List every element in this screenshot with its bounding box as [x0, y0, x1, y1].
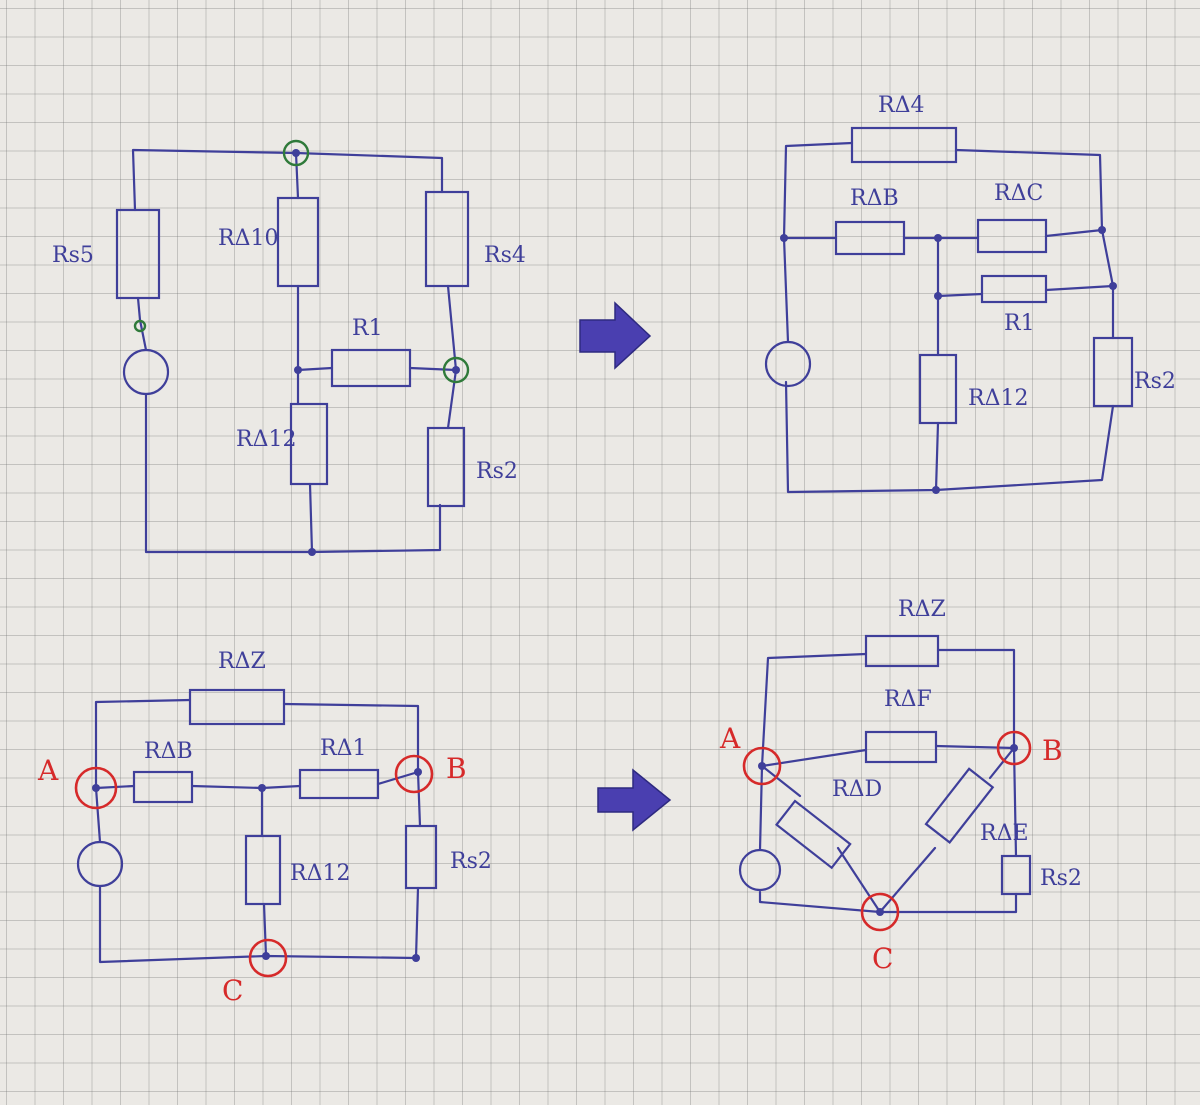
resistor-r1 — [330, 348, 412, 388]
voltage-source-icon — [738, 848, 782, 892]
node-b-ring — [394, 754, 434, 794]
resistor-rs5 — [115, 208, 161, 300]
label-rdd: RΔD — [832, 777, 882, 802]
label-rd1: RΔ1 — [320, 736, 366, 761]
circuit-diagram-2: RΔ4 RΔB RΔC R1 RΔ12 Rs2 — [764, 93, 1176, 494]
label-node-b: B — [1042, 734, 1063, 767]
resistor-rde — [924, 767, 995, 845]
resistor-rd4 — [850, 126, 958, 164]
node-a-ring — [742, 746, 782, 786]
resistor-rac — [976, 218, 1048, 254]
label-r1b: R1 — [1004, 311, 1035, 336]
label-rs2b: Rs2 — [1134, 369, 1176, 394]
label-rac: RΔC — [994, 181, 1043, 206]
label-rd4: RΔ4 — [878, 93, 924, 118]
resistor-rd1 — [298, 768, 380, 800]
resistor-rdd — [774, 799, 852, 870]
circuit-diagram-1: Rs5 RΔ10 Rs4 R1 RΔ12 Rs2 — [52, 139, 526, 556]
voltage-source-icon — [76, 840, 124, 888]
marked-node-ring — [442, 356, 470, 384]
label-node-c: C — [872, 942, 893, 975]
label-rdz: RΔZ — [218, 649, 266, 674]
voltage-source-icon — [122, 348, 170, 396]
label-rs5: Rs5 — [52, 243, 94, 268]
resistor-rdz2 — [864, 634, 940, 668]
resistor-rd12b — [918, 353, 958, 425]
resistor-rab2 — [132, 770, 194, 804]
marked-node-ring — [282, 139, 310, 167]
label-rs4: Rs4 — [484, 243, 526, 268]
resistor-rd12c — [244, 834, 282, 906]
label-node-a: A — [37, 754, 59, 787]
voltage-source-icon — [764, 340, 812, 388]
resistor-r1b — [980, 274, 1048, 304]
label-node-c: C — [222, 974, 243, 1007]
resistor-rdz — [188, 688, 286, 726]
label-rs2d: Rs2 — [1040, 866, 1082, 891]
label-rdz2: RΔZ — [898, 597, 946, 622]
resistor-rs2 — [426, 426, 466, 508]
node-b-ring — [996, 730, 1032, 766]
resistor-rs2d — [1000, 854, 1032, 896]
label-node-a: A — [719, 722, 741, 755]
label-rd12c: RΔ12 — [290, 861, 350, 886]
node-c-ring — [860, 892, 900, 932]
label-rd10: RΔ10 — [218, 226, 278, 251]
label-rab2: RΔB — [144, 739, 193, 764]
label-rs2: Rs2 — [476, 459, 518, 484]
circuit-diagram-3: RΔZ RΔB RΔ1 RΔ12 Rs2 A B C — [37, 649, 492, 1007]
circuit-diagram-4: RΔZ RΔF RΔD RΔE Rs2 A B C — [719, 597, 1082, 975]
resistor-rs2c — [404, 824, 438, 890]
label-rd12: RΔ12 — [236, 427, 296, 452]
resistor-rdf — [864, 730, 938, 764]
label-rab: RΔB — [850, 186, 899, 211]
label-rdf: RΔF — [884, 687, 932, 712]
transform-arrow-icon — [579, 301, 652, 370]
resistor-rs4 — [424, 190, 470, 288]
label-node-b: B — [446, 752, 467, 785]
resistor-rs2b — [1092, 336, 1134, 408]
transform-arrow-icon — [597, 768, 672, 832]
resistor-rab — [834, 220, 906, 256]
label-rd12b: RΔ12 — [968, 386, 1028, 411]
resistor-rd10 — [276, 196, 320, 288]
label-rde: RΔE — [980, 821, 1029, 846]
node-a-ring — [74, 766, 118, 810]
node-c-ring — [248, 938, 288, 978]
label-r1: R1 — [352, 316, 383, 341]
label-rs2c: Rs2 — [450, 849, 492, 874]
marked-node-ring — [133, 319, 147, 333]
